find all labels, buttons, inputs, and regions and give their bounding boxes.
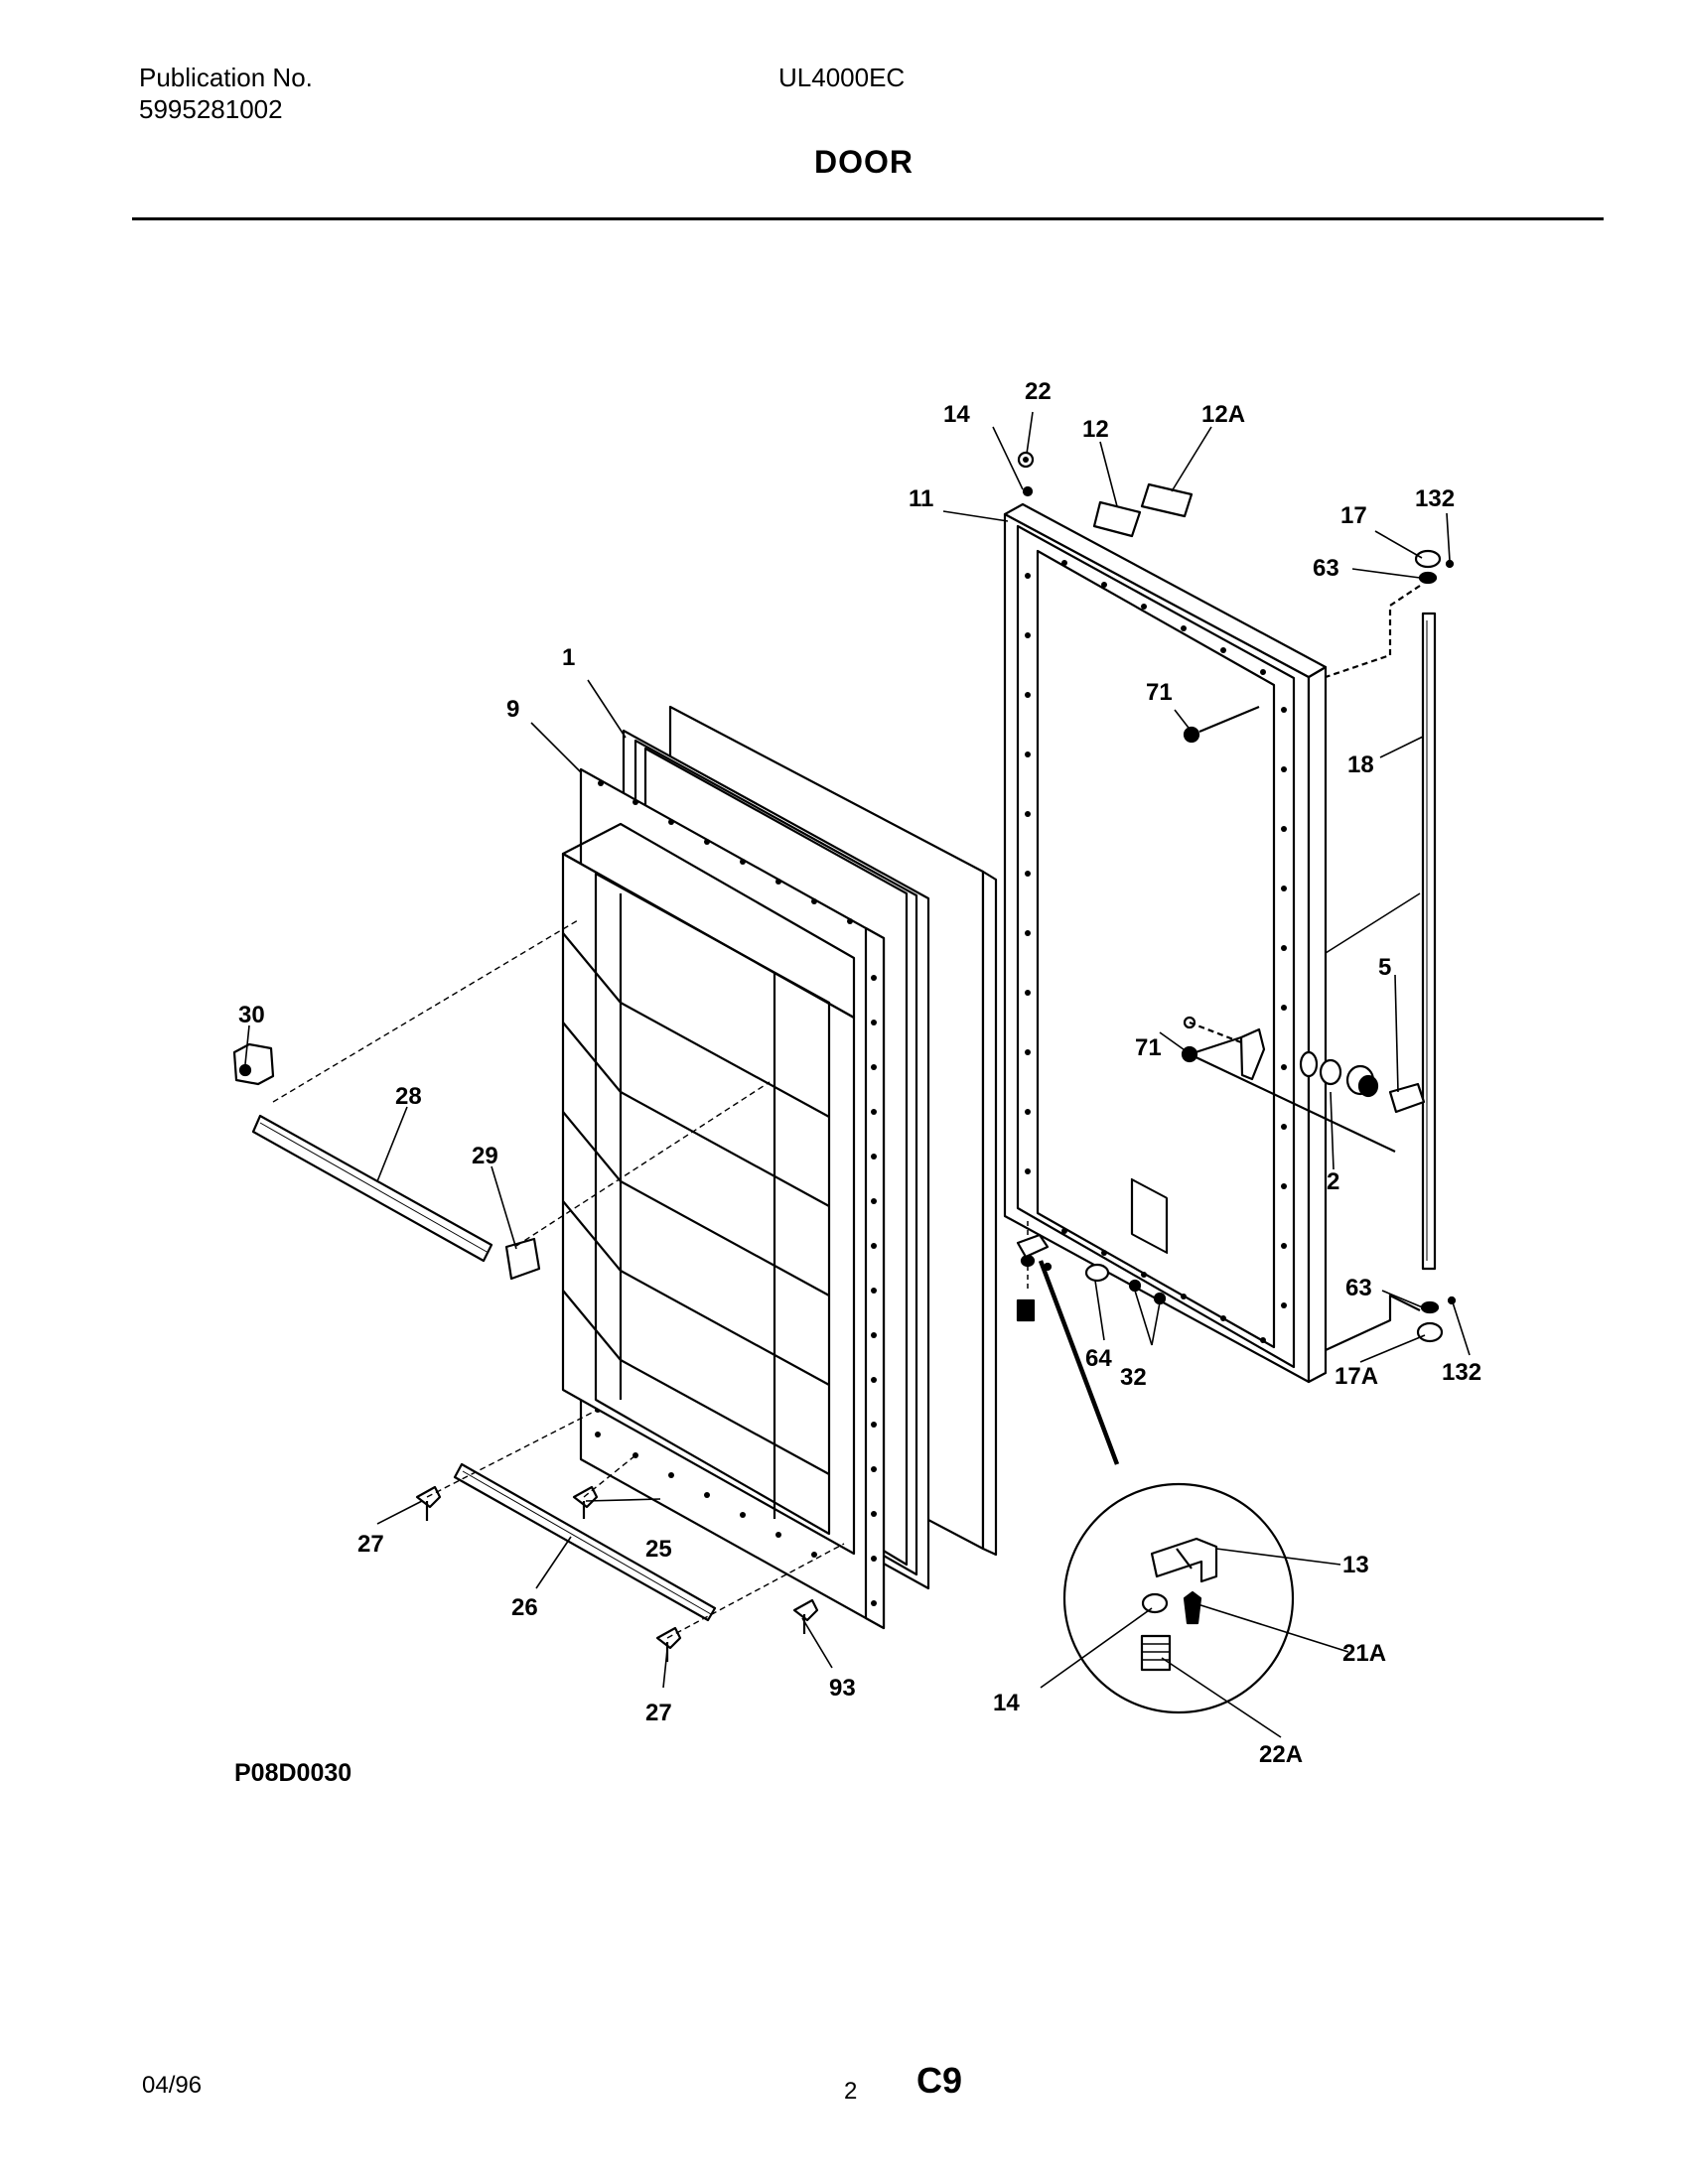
callout-27-a: 27 xyxy=(357,1531,384,1558)
callout-71-top: 71 xyxy=(1146,679,1173,706)
callout-32: 32 xyxy=(1120,1364,1147,1391)
bottom-frame-hardware xyxy=(1016,1221,1167,1465)
model-number: UL4000EC xyxy=(778,63,906,92)
callout-63-top: 63 xyxy=(1313,555,1339,582)
frame-screw-holes xyxy=(1025,560,1287,1343)
footer-date: 04/96 xyxy=(142,2072,203,2099)
callout-132-bottom: 132 xyxy=(1442,1359,1481,1386)
callout-93: 93 xyxy=(829,1675,856,1702)
liner-screw-holes xyxy=(595,780,877,1606)
callout-63-bottom: 63 xyxy=(1345,1275,1372,1301)
top-trim-assembly xyxy=(232,919,771,1281)
callout-18: 18 xyxy=(1347,751,1374,778)
door-frame xyxy=(1003,502,1328,1384)
hinge-rod xyxy=(1421,612,1437,1271)
callout-12A: 12A xyxy=(1201,401,1245,428)
callout-leaders xyxy=(244,411,1471,1738)
callout-1: 1 xyxy=(562,644,575,671)
latch-hardware xyxy=(1181,705,1426,1153)
callout-25: 25 xyxy=(645,1536,672,1563)
drawing-code: P08D0030 xyxy=(234,1759,352,1787)
bottom-hinge-parts xyxy=(1325,1294,1457,1351)
callout-22A: 22A xyxy=(1259,1741,1303,1768)
callout-17: 17 xyxy=(1340,502,1367,529)
header-rule xyxy=(132,217,1604,220)
callout-2: 2 xyxy=(1327,1168,1339,1195)
hinge-detail-circle xyxy=(1062,1482,1295,1714)
callout-64: 64 xyxy=(1085,1345,1112,1372)
callout-labels: 1 9 11 14 22 12 12A 17 132 63 71 18 5 71… xyxy=(238,378,1481,1768)
callout-27-b: 27 xyxy=(645,1700,672,1726)
callout-14-top: 14 xyxy=(943,401,970,428)
page-number: 2 xyxy=(844,2078,858,2105)
publication-label: Publication No. xyxy=(139,63,313,92)
callout-9: 9 xyxy=(506,696,519,723)
callout-28: 28 xyxy=(395,1083,422,1110)
callout-26: 26 xyxy=(511,1594,538,1621)
callout-11: 11 xyxy=(909,485,933,512)
door-shelves xyxy=(561,822,856,1556)
callout-29: 29 xyxy=(472,1143,498,1169)
bottom-trim-assembly xyxy=(415,1409,845,1662)
callout-22: 22 xyxy=(1025,378,1052,405)
callout-71-mid: 71 xyxy=(1135,1034,1162,1061)
top-frame-hardware xyxy=(1017,451,1194,538)
callout-30: 30 xyxy=(238,1002,265,1028)
callout-12: 12 xyxy=(1082,416,1109,443)
callout-5: 5 xyxy=(1378,954,1391,981)
callout-132-top: 132 xyxy=(1415,485,1455,512)
footer-code: C9 xyxy=(916,2060,963,2101)
callout-17A: 17A xyxy=(1335,1363,1378,1390)
section-title: DOOR xyxy=(814,144,914,180)
callout-14-detail: 14 xyxy=(993,1690,1020,1716)
callout-13: 13 xyxy=(1342,1552,1369,1578)
callout-21A: 21A xyxy=(1342,1640,1386,1667)
publication-number: 5995281002 xyxy=(139,94,283,124)
